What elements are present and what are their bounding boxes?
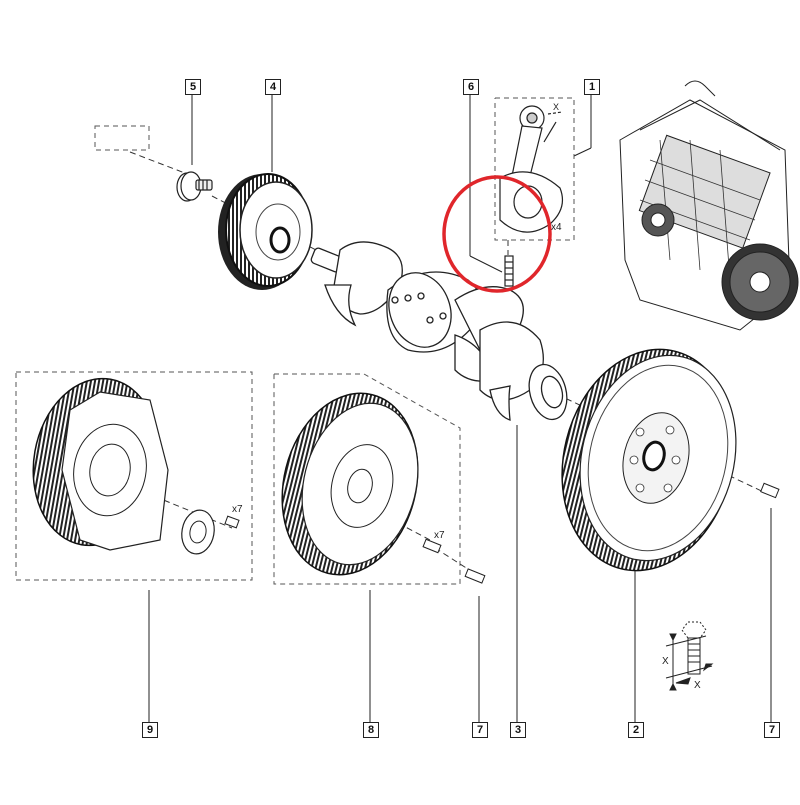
callout-6-conrod-bolt[interactable]: 6 [463,79,479,95]
callout-7-flywheel-bolt[interactable]: 7 [472,722,488,738]
conrod-dimension-label: X [553,102,559,112]
kit8-bolt-quantity: x7 [434,530,445,541]
connecting-rod-part [499,105,563,287]
flywheel-kit-dual-mass-part [281,392,486,584]
callout-2-flywheel[interactable]: 2 [628,722,644,738]
leader-lines [148,94,772,722]
dual-mass-flywheel-part [561,348,780,572]
kit9-bolt-quantity: x7 [232,504,243,515]
callout-1-conrod[interactable]: 1 [584,79,600,95]
engine-illustration [619,80,799,331]
callout-7-flywheel-bolt-right[interactable]: 7 [764,722,780,738]
bolt-dimension-vertical: X [662,656,669,667]
callout-9-flywheel-kit-rigid[interactable]: 9 [142,722,158,738]
crankshaft-pulley-part [218,173,313,290]
pulley-bolt-part [176,171,213,202]
conrod-quantity: x4 [551,222,562,233]
callout-4-pulley[interactable]: 4 [265,79,281,95]
callout-5-pulley-bolt[interactable]: 5 [185,79,201,95]
highlight-circle [442,175,552,293]
crankshaft-part [310,241,568,421]
bolt-dimension-horizontal: X [694,680,701,691]
callout-8-flywheel-kit-dual-mass[interactable]: 8 [363,722,379,738]
callout-3-crankshaft[interactable]: 3 [510,722,526,738]
bolt-stretch-detail [665,621,714,691]
dashed-frames [15,97,575,585]
flywheel-kit-rigid-part [32,377,240,555]
